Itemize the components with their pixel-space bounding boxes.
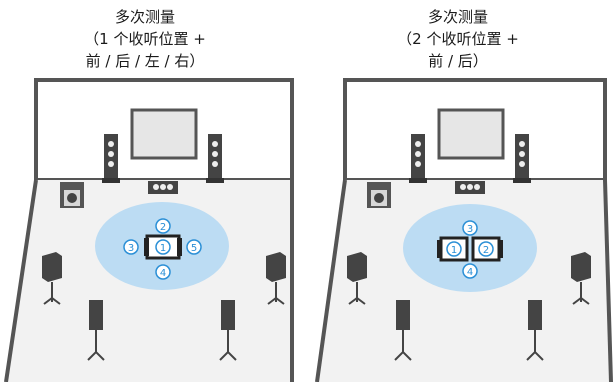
svg-text:2: 2 bbox=[483, 245, 489, 256]
surround-left-speaker bbox=[42, 252, 62, 305]
diagram-panel-1: 多次测量 （1 个收听位置 + 前 / 后 / 左 / 右） bbox=[0, 0, 300, 382]
marker-4: 4 bbox=[462, 263, 478, 279]
listening-area bbox=[403, 204, 537, 292]
front-right-speaker bbox=[513, 134, 531, 183]
caption-line-1: 多次测量 bbox=[114, 8, 175, 26]
surround-back-right-speaker bbox=[219, 300, 237, 361]
svg-text:3: 3 bbox=[467, 224, 473, 235]
svg-text:1: 1 bbox=[451, 245, 457, 256]
svg-text:1: 1 bbox=[160, 243, 166, 254]
front-right-speaker bbox=[206, 134, 224, 183]
room-illustration: 1 2 3 4 5 bbox=[4, 78, 294, 382]
tv-screen bbox=[130, 108, 198, 160]
surround-left-speaker bbox=[347, 252, 367, 305]
marker-1: 1 bbox=[155, 239, 171, 255]
svg-text:4: 4 bbox=[160, 268, 166, 279]
svg-text:2: 2 bbox=[160, 222, 166, 233]
marker-3: 3 bbox=[462, 220, 478, 236]
front-left-speaker bbox=[102, 134, 120, 183]
marker-4: 4 bbox=[155, 264, 171, 280]
marker-5: 5 bbox=[186, 239, 202, 255]
center-speaker bbox=[148, 181, 178, 194]
center-speaker bbox=[455, 181, 485, 194]
front-left-speaker bbox=[409, 134, 427, 183]
marker-3: 3 bbox=[123, 239, 139, 255]
svg-text:4: 4 bbox=[467, 267, 473, 278]
marker-2: 2 bbox=[478, 241, 494, 257]
marker-2: 2 bbox=[155, 218, 171, 234]
room-illustration: 1 2 3 4 bbox=[315, 78, 613, 382]
marker-1: 1 bbox=[446, 241, 462, 257]
caption-line-2: （1 个收听位置 + bbox=[84, 30, 206, 48]
surround-back-right-speaker bbox=[526, 300, 544, 361]
caption-line-3: 前 / 后 / 左 / 右） bbox=[85, 52, 205, 70]
panel-caption: 多次测量 （2 个收听位置 + 前 / 后） bbox=[313, 6, 603, 72]
svg-text:5: 5 bbox=[191, 243, 197, 254]
subwoofer bbox=[367, 182, 391, 208]
caption-line-2: （2 个收听位置 + bbox=[397, 30, 519, 48]
panel-caption: 多次测量 （1 个收听位置 + 前 / 后 / 左 / 右） bbox=[0, 6, 290, 72]
surround-right-speaker bbox=[266, 252, 286, 305]
surround-back-left-speaker bbox=[394, 300, 412, 361]
svg-text:3: 3 bbox=[128, 243, 134, 254]
tv-screen bbox=[437, 108, 505, 160]
caption-line-1: 多次测量 bbox=[427, 8, 488, 26]
caption-line-3: 前 / 后） bbox=[428, 52, 488, 70]
diagram-panel-2: 多次测量 （2 个收听位置 + 前 / 后） bbox=[313, 0, 613, 382]
surround-back-left-speaker bbox=[87, 300, 105, 361]
subwoofer bbox=[60, 182, 84, 208]
surround-right-speaker bbox=[571, 252, 591, 305]
